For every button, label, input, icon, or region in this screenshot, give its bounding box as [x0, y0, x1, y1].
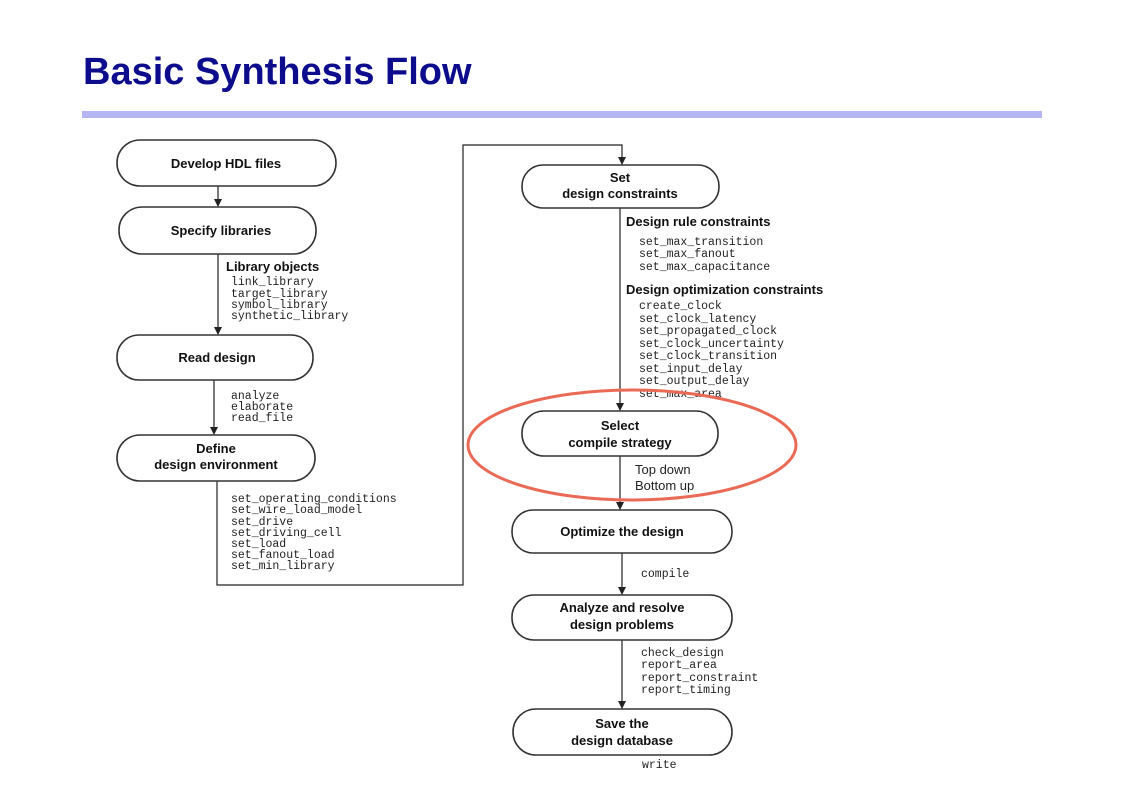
- opt-command: create_clock: [639, 300, 722, 313]
- set-constraints-line1: Set: [610, 170, 631, 185]
- opt-command: set_clock_transition: [639, 350, 777, 363]
- read-design-label: Read design: [178, 350, 255, 365]
- optimize-command: compile: [641, 568, 689, 581]
- save-command: write: [642, 759, 677, 772]
- strategy-option: Top down: [635, 462, 691, 477]
- analyze-resolve-line2: design problems: [570, 617, 674, 632]
- page-title: Basic Synthesis Flow: [83, 51, 472, 93]
- analyze-resolve-line1: Analyze and resolve: [560, 600, 685, 615]
- rule-command: set_max_fanout: [639, 248, 736, 261]
- set-constraints-line2: design constraints: [562, 186, 678, 201]
- analyze-resolve-box: [511, 594, 733, 641]
- set-constraints-box: [521, 164, 720, 209]
- select-strategy-line1: Select: [601, 418, 640, 433]
- specify-libraries-box: [118, 206, 317, 255]
- env-command: set_driving_cell: [231, 527, 342, 540]
- opt-command: set_output_delay: [639, 375, 750, 388]
- optimize-design-box: [511, 509, 733, 554]
- opt-command: set_clock_latency: [639, 313, 756, 326]
- save-database-line2: design database: [571, 733, 673, 748]
- library-objects-heading: Library objects: [226, 259, 319, 274]
- optimize-design-label: Optimize the design: [560, 524, 684, 539]
- design-optimization-heading: Design optimization constraints: [626, 282, 823, 297]
- rule-command: set_max_transition: [639, 236, 763, 249]
- opt-command: set_input_delay: [639, 363, 743, 376]
- opt-command: set_propagated_clock: [639, 325, 777, 338]
- develop-hdl-box: [116, 139, 337, 187]
- select-strategy-box: [521, 410, 719, 457]
- rule-command: set_max_capacitance: [639, 261, 770, 274]
- highlight-ellipse: [466, 388, 798, 502]
- env-command: set_load: [231, 538, 286, 551]
- analyze-command: report_timing: [641, 684, 731, 697]
- library-command: synthetic_library: [231, 310, 348, 323]
- library-command: target_library: [231, 288, 328, 301]
- read-design-box: [116, 334, 314, 381]
- analyze-command: check_design: [641, 647, 724, 660]
- save-database-box: [512, 708, 733, 756]
- env-command: set_wire_load_model: [231, 504, 362, 517]
- library-command: symbol_library: [231, 299, 328, 312]
- define-environment-box: [116, 434, 316, 482]
- define-environment-line2: design environment: [154, 457, 278, 472]
- strategy-option: Bottom up: [635, 478, 694, 493]
- connector-to-constraints: [216, 144, 626, 586]
- read-command: read_file: [231, 412, 293, 425]
- read-command: elaborate: [231, 401, 293, 414]
- define-environment-line1: Define: [196, 441, 236, 456]
- env-command: set_min_library: [231, 560, 335, 573]
- title-divider: [82, 111, 1042, 118]
- select-strategy-line2: compile strategy: [568, 435, 672, 450]
- save-database-line1: Save the: [595, 716, 648, 731]
- analyze-command: report_area: [641, 659, 717, 672]
- design-rule-heading: Design rule constraints: [626, 214, 770, 229]
- opt-command: set_clock_uncertainty: [639, 338, 784, 351]
- env-command: set_fanout_load: [231, 549, 335, 562]
- develop-hdl-label: Develop HDL files: [171, 156, 281, 171]
- library-command: link_library: [231, 276, 314, 289]
- analyze-command: report_constraint: [641, 672, 758, 685]
- env-command: set_drive: [231, 516, 293, 529]
- specify-libraries-label: Specify libraries: [171, 223, 271, 238]
- read-command: analyze: [231, 390, 279, 403]
- env-command: set_operating_conditions: [231, 493, 397, 506]
